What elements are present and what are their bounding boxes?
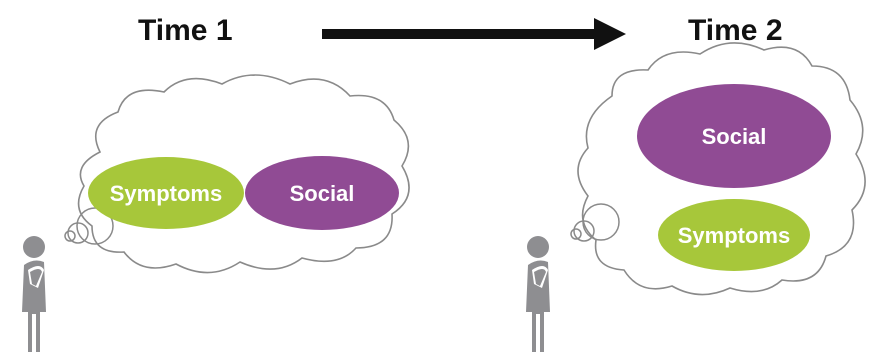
symptoms-bubble: Symptoms [658, 199, 810, 271]
time-2-label: Time 2 [688, 14, 783, 47]
thinking-person-icon [22, 236, 46, 352]
social-label-time2: Social [702, 124, 767, 149]
social-bubble: Social [245, 156, 399, 230]
symptoms-label-time1: Symptoms [110, 181, 222, 206]
social-bubble: Social [637, 84, 831, 188]
thinking-person-icon [526, 236, 550, 352]
symptoms-bubble: Symptoms [88, 157, 244, 229]
symptoms-label-time2: Symptoms [678, 223, 790, 248]
social-label-time1: Social [290, 181, 355, 206]
arrow-right-icon [322, 18, 626, 50]
time-1-label: Time 1 [138, 14, 233, 47]
